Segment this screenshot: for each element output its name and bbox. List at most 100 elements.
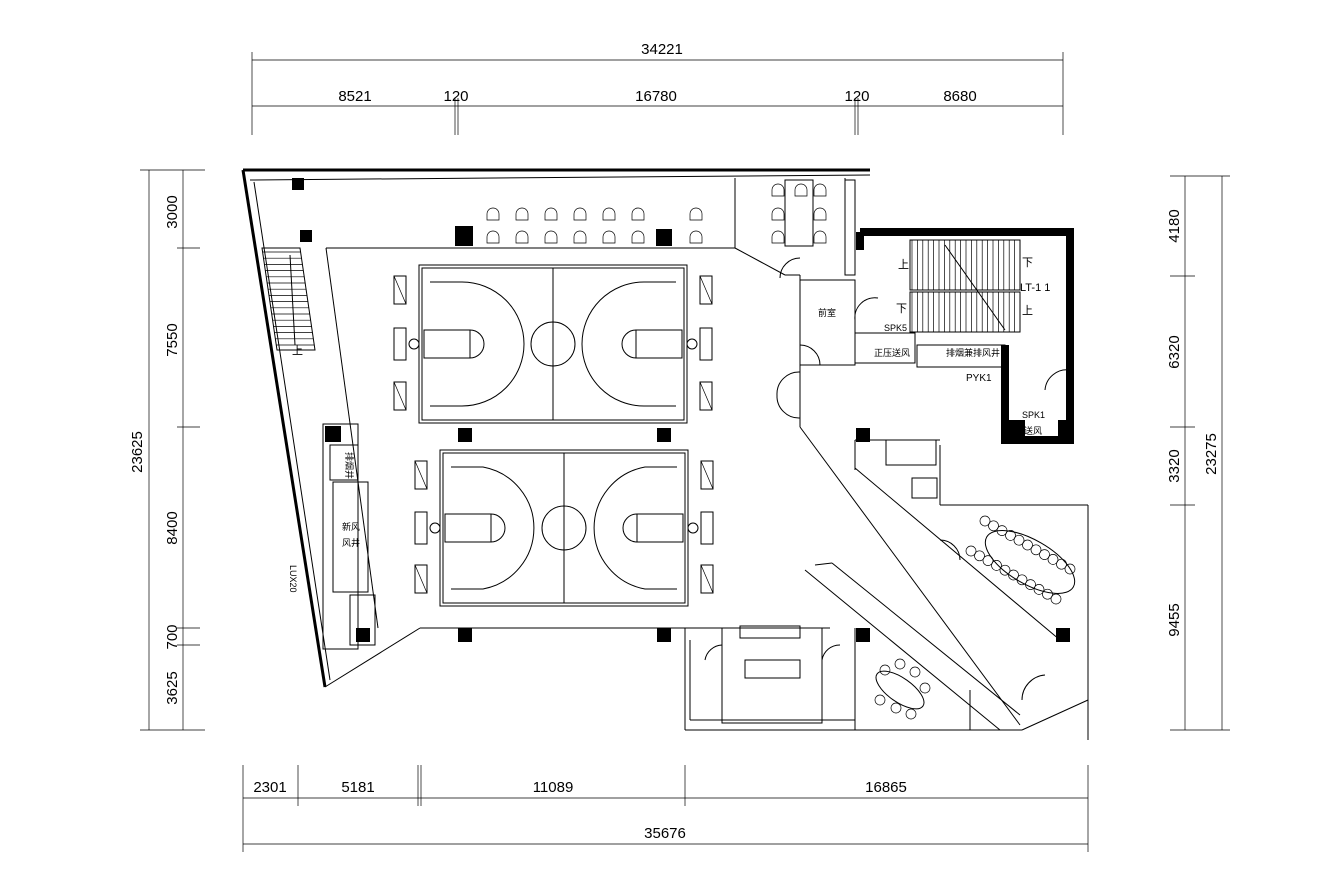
conference-chair — [1008, 569, 1019, 581]
conference-chair — [974, 550, 985, 562]
three-point-arc — [593, 466, 677, 590]
supply-label: 送风 — [1024, 425, 1042, 436]
dim-left-seg-4: 700 — [164, 624, 181, 649]
conference-chair — [1030, 544, 1042, 556]
seat — [813, 183, 827, 197]
dim-top-seg-3: 16780 — [635, 88, 677, 105]
bench — [700, 564, 714, 594]
seat — [631, 207, 645, 221]
bench-mark — [699, 381, 713, 411]
core-stair-down-2: 下 — [896, 303, 907, 315]
conference-chair — [991, 560, 1002, 571]
seat — [771, 230, 785, 244]
court-key — [423, 329, 471, 359]
seat — [813, 230, 827, 244]
core-stair-up-2: 上 — [1022, 304, 1033, 317]
bench-mark — [393, 381, 407, 411]
hoop — [686, 338, 698, 350]
dim-bottom-seg-3: 11089 — [533, 779, 574, 796]
free-throw-arc — [621, 329, 637, 359]
dim-left-total: 23625 — [129, 431, 146, 473]
court-key — [636, 513, 684, 543]
spectator-seats — [486, 183, 827, 244]
conference-chair — [965, 545, 977, 557]
court-key — [444, 513, 492, 543]
seat — [771, 183, 785, 197]
conference-chair — [1033, 584, 1045, 595]
right-dimension-lines — [1170, 175, 1230, 731]
left-stair — [261, 247, 316, 351]
seat — [515, 230, 529, 244]
conference-chair — [1064, 563, 1076, 575]
seat — [486, 230, 500, 244]
dim-bottom-seg-1: 2301 — [253, 779, 286, 796]
meeting-chair — [905, 708, 917, 720]
backboard-stand — [700, 511, 714, 545]
spk1-label: SPK1 — [1022, 410, 1045, 420]
conference-chair — [999, 564, 1011, 576]
shaft-exhaust-label: 排烟兼排风井 — [946, 347, 1000, 358]
meeting-chair — [890, 702, 902, 714]
spk5-label: SPK5 — [884, 323, 907, 333]
dim-top-seg-2: 120 — [443, 88, 468, 105]
dim-right-seg-3: 3320 — [1166, 449, 1183, 482]
backboard-stand — [699, 327, 713, 361]
building-outline — [241, 168, 1089, 740]
dim-bottom-seg-4: 16865 — [865, 779, 907, 796]
basketball-court-2 — [414, 449, 714, 607]
stair-core — [854, 228, 1074, 444]
vertical-code-label: LUX20 — [288, 565, 298, 593]
conference-chair — [979, 515, 991, 527]
meeting-chair — [919, 682, 931, 694]
three-point-arc — [581, 281, 676, 407]
office-area — [854, 439, 961, 561]
front-room-label: 前室 — [818, 307, 836, 318]
dim-bottom-total: 35676 — [644, 825, 686, 842]
backboard-stand — [393, 327, 407, 361]
bench — [393, 275, 407, 305]
seat — [813, 207, 827, 221]
meeting-chair — [894, 658, 906, 670]
bench — [414, 460, 428, 490]
three-point-arc — [451, 466, 535, 590]
bench-mark — [700, 460, 714, 490]
left-shafts — [322, 423, 376, 650]
dim-right-total: 23275 — [1203, 433, 1220, 475]
conference-chair — [1013, 534, 1025, 546]
conference-chair — [1042, 588, 1053, 600]
bench-mark — [414, 564, 428, 594]
bench-mark — [700, 564, 714, 594]
structural-columns — [292, 178, 1070, 642]
top-dimension-lines — [251, 52, 1064, 135]
top-right-meeting-room — [734, 178, 856, 279]
core-stair-up-1: 上 — [898, 258, 909, 271]
court-center-circle — [530, 321, 576, 367]
dim-top-total: 34221 — [641, 41, 683, 58]
court-area-outline — [325, 247, 1021, 726]
seat — [515, 207, 529, 221]
conference-room — [874, 515, 1076, 720]
seat — [689, 207, 703, 221]
seat — [794, 183, 808, 197]
dim-top-seg-4: 120 — [844, 88, 869, 105]
seat — [544, 230, 558, 244]
dim-right-seg-2: 6320 — [1166, 335, 1183, 368]
basketball-court-1 — [393, 264, 713, 424]
meeting-chair — [879, 664, 891, 676]
bench — [700, 460, 714, 490]
seat — [573, 230, 587, 244]
front-room — [776, 279, 1071, 419]
court-key — [635, 329, 683, 359]
bench-mark — [414, 460, 428, 490]
seat — [602, 230, 616, 244]
hoop — [687, 522, 699, 534]
bench-mark — [393, 275, 407, 305]
bench — [699, 275, 713, 305]
three-point-arc — [430, 281, 525, 407]
conference-chair — [982, 555, 994, 566]
bench — [414, 564, 428, 594]
bench — [393, 381, 407, 411]
basketball-courts — [393, 264, 714, 607]
conference-chair — [1039, 549, 1050, 560]
